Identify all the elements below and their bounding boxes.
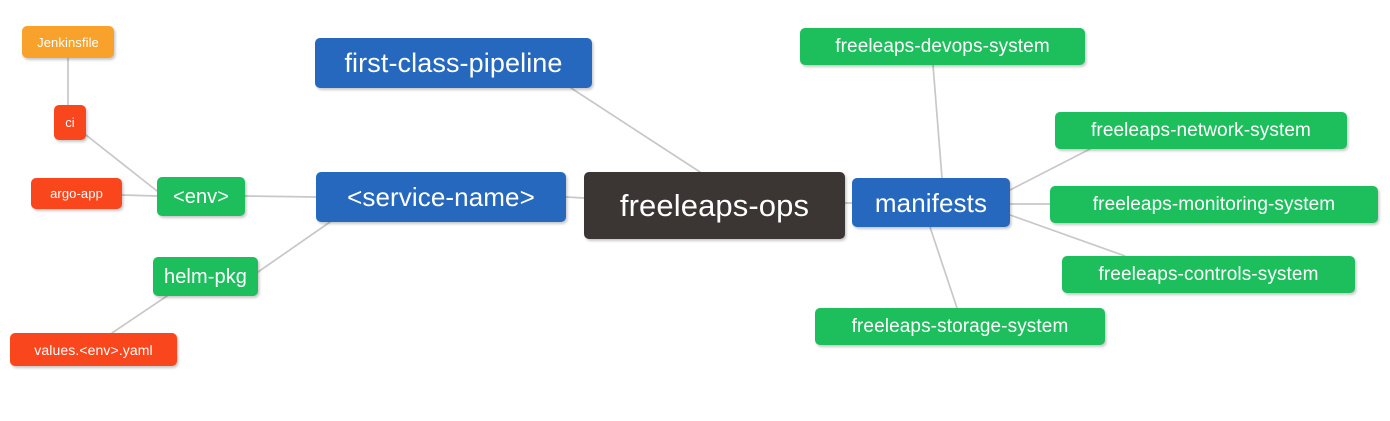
- node-label-jenkinsfile: Jenkinsfile: [37, 34, 99, 50]
- node-controls-system[interactable]: freeleaps-controls-system: [1062, 256, 1355, 293]
- node-label-storage-system: freeleaps-storage-system: [851, 316, 1069, 337]
- node-values-yaml[interactable]: values.<env>.yaml: [10, 333, 177, 366]
- node-label-service-name: <service-name>: [347, 182, 535, 212]
- node-label-first-class-pipeline: first-class-pipeline: [344, 47, 563, 78]
- edge-manifests-storage: [929, 226, 958, 309]
- node-service-name[interactable]: <service-name>: [316, 172, 566, 222]
- node-label-network-system: freeleaps-network-system: [1091, 120, 1311, 141]
- node-monitoring-system[interactable]: freeleaps-monitoring-system: [1050, 186, 1378, 223]
- node-env[interactable]: <env>: [157, 177, 245, 216]
- node-label-devops-system: freeleaps-devops-system: [835, 36, 1050, 57]
- node-label-freeleaps-ops: freeleaps-ops: [619, 188, 810, 223]
- node-label-ci: ci: [65, 115, 75, 130]
- node-label-helm-pkg: helm-pkg: [163, 265, 248, 288]
- node-first-class-pipeline[interactable]: first-class-pipeline: [315, 38, 592, 88]
- edge-env-argo: [121, 194, 158, 197]
- node-label-values-yaml: values.<env>.yaml: [34, 341, 153, 358]
- node-helm-pkg[interactable]: helm-pkg: [153, 257, 258, 296]
- edge-manifests-network: [1009, 148, 1091, 191]
- edge-root-pipeline: [570, 87, 701, 173]
- edge-helm-values: [111, 295, 168, 334]
- node-storage-system[interactable]: freeleaps-storage-system: [815, 308, 1105, 345]
- node-label-manifests: manifests: [874, 187, 988, 218]
- edge-root-service: [565, 196, 585, 199]
- edge-service-env: [244, 195, 317, 198]
- edge-manifests-devops: [932, 64, 943, 179]
- node-argo-app[interactable]: argo-app: [31, 178, 122, 209]
- node-network-system[interactable]: freeleaps-network-system: [1055, 112, 1347, 149]
- node-label-argo-app: argo-app: [50, 186, 103, 201]
- node-ci[interactable]: ci: [54, 105, 86, 140]
- node-label-monitoring-system: freeleaps-monitoring-system: [1092, 194, 1336, 215]
- node-manifests[interactable]: manifests: [852, 178, 1010, 227]
- edge-service-helm: [257, 221, 331, 273]
- node-label-env: <env>: [172, 185, 230, 208]
- node-freeleaps-ops[interactable]: freeleaps-ops: [584, 172, 845, 239]
- node-jenkinsfile[interactable]: Jenkinsfile: [22, 26, 114, 58]
- node-devops-system[interactable]: freeleaps-devops-system: [800, 28, 1085, 65]
- node-label-controls-system: freeleaps-controls-system: [1098, 264, 1319, 285]
